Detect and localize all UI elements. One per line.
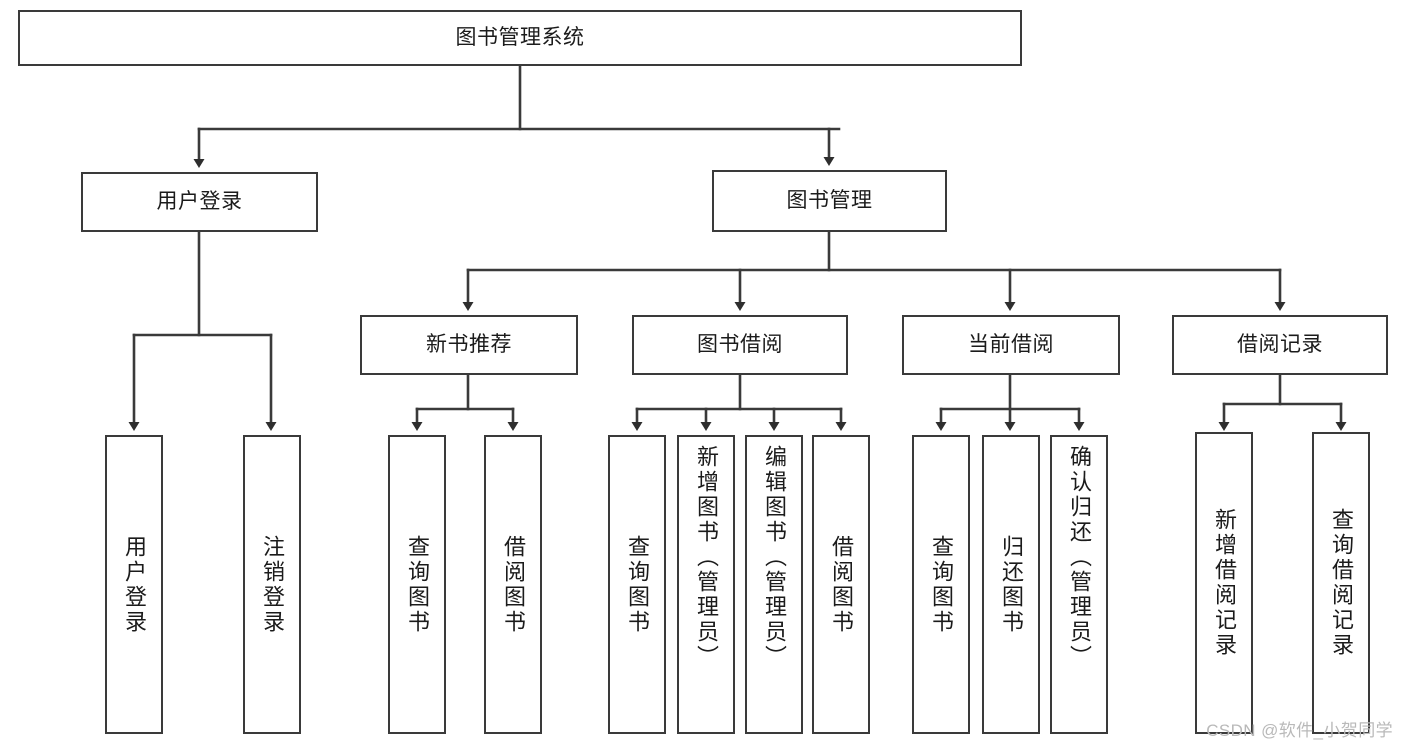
leaf-user-login-label: 用户登录 xyxy=(121,534,147,635)
leaf-query-book-1-label: 查询图书 xyxy=(404,534,430,635)
leaf-query-book-3-label: 查询图书 xyxy=(928,534,954,635)
node-root[interactable]: 图书管理系统 xyxy=(18,10,1022,66)
leaf-return-book-label: 归还图书 xyxy=(998,534,1024,635)
node-book-borrow[interactable]: 图书借阅 xyxy=(632,315,848,375)
node-borrow-record-label: 借阅记录 xyxy=(1237,332,1323,356)
leaf-add-book[interactable]: 新增图书（管理员） xyxy=(677,435,735,734)
node-new-book-recommend[interactable]: 新书推荐 xyxy=(360,315,578,375)
node-book-borrow-label: 图书借阅 xyxy=(697,332,783,356)
node-current-borrow-label: 当前借阅 xyxy=(968,332,1054,356)
node-book-manage-label: 图书管理 xyxy=(786,188,873,212)
leaf-borrow-book-1-label: 借阅图书 xyxy=(500,534,526,635)
leaf-confirm-return[interactable]: 确认归还（管理员） xyxy=(1050,435,1108,734)
leaf-add-record[interactable]: 新增借阅记录 xyxy=(1195,432,1253,734)
leaf-borrow-book-2[interactable]: 借阅图书 xyxy=(812,435,870,734)
leaf-user-login[interactable]: 用户登录 xyxy=(105,435,163,734)
leaf-user-logout[interactable]: 注销登录 xyxy=(243,435,301,734)
leaf-query-book-1[interactable]: 查询图书 xyxy=(388,435,446,734)
leaf-edit-book-label: 编辑图书（管理员） xyxy=(761,445,787,670)
leaf-query-book-3[interactable]: 查询图书 xyxy=(912,435,970,734)
leaf-borrow-book-1[interactable]: 借阅图书 xyxy=(484,435,542,734)
leaf-user-logout-label: 注销登录 xyxy=(259,534,285,635)
leaf-query-record-label: 查询借阅记录 xyxy=(1328,508,1354,658)
node-book-manage[interactable]: 图书管理 xyxy=(712,170,947,232)
node-user-login-label: 用户登录 xyxy=(156,189,243,213)
leaf-borrow-book-2-label: 借阅图书 xyxy=(828,534,854,635)
node-new-book-recommend-label: 新书推荐 xyxy=(426,332,512,356)
node-current-borrow[interactable]: 当前借阅 xyxy=(902,315,1120,375)
leaf-return-book[interactable]: 归还图书 xyxy=(982,435,1040,734)
leaf-add-book-label: 新增图书（管理员） xyxy=(693,445,719,670)
leaf-add-record-label: 新增借阅记录 xyxy=(1211,508,1237,658)
node-root-label: 图书管理系统 xyxy=(455,25,585,49)
leaf-confirm-return-label: 确认归还（管理员） xyxy=(1066,445,1092,670)
node-user-login[interactable]: 用户登录 xyxy=(81,172,318,232)
leaf-query-book-2-label: 查询图书 xyxy=(624,534,650,635)
leaf-query-book-2[interactable]: 查询图书 xyxy=(608,435,666,734)
leaf-query-record[interactable]: 查询借阅记录 xyxy=(1312,432,1370,734)
node-borrow-record[interactable]: 借阅记录 xyxy=(1172,315,1388,375)
leaf-edit-book[interactable]: 编辑图书（管理员） xyxy=(745,435,803,734)
